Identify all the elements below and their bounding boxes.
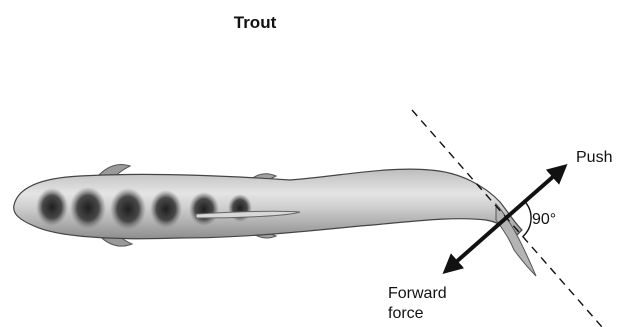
- spot: [70, 187, 106, 229]
- forward-force-label-line1: Forward: [388, 285, 447, 302]
- forward-force-arrow: [447, 218, 506, 270]
- spot: [110, 188, 146, 230]
- right-angle-arc: [523, 202, 531, 237]
- push-label: Push: [576, 149, 612, 166]
- spot: [189, 192, 219, 226]
- spot: [150, 190, 182, 228]
- forward-force-label-line2: force: [388, 305, 424, 322]
- caudal-fin: [496, 204, 536, 276]
- spot: [36, 188, 68, 226]
- angle-label: 90°: [532, 211, 556, 228]
- diagram-title: Trout: [234, 13, 277, 32]
